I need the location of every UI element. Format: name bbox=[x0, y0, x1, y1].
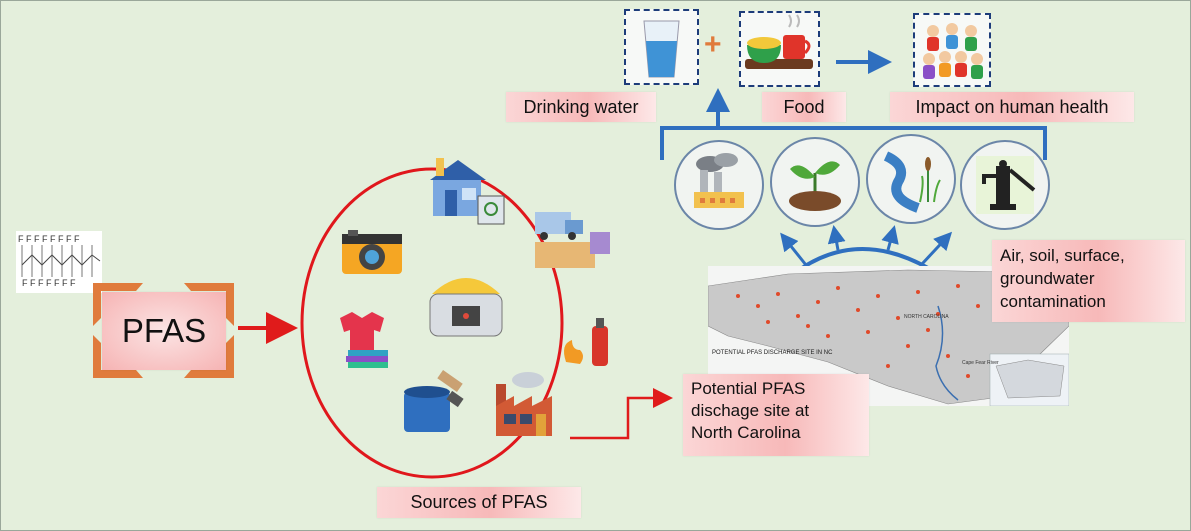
factory-smoke-icon bbox=[694, 153, 744, 208]
plus-sign: + bbox=[704, 28, 722, 61]
river-reeds-icon bbox=[883, 151, 941, 213]
surface-water-circle bbox=[866, 134, 956, 224]
fan-arrow-4 bbox=[920, 231, 953, 266]
contamination-line-1: Air, soil, surface, bbox=[1000, 246, 1125, 265]
food-box bbox=[739, 11, 820, 87]
site-label-line-2: dischage site at bbox=[691, 401, 810, 420]
water-pump-icon bbox=[976, 156, 1036, 214]
sources-to-site-arrow bbox=[570, 388, 673, 440]
fan-arrow-1 bbox=[780, 232, 808, 266]
camera-icon bbox=[342, 230, 402, 274]
map-title: POTENTIAL PFAS DISCHARGE SITE IN NC bbox=[712, 350, 833, 356]
contamination-arc bbox=[800, 247, 929, 270]
molecule-chain-icon bbox=[21, 245, 101, 277]
soil-circle bbox=[770, 137, 860, 227]
molecule-top-row: F F F F F F F F bbox=[18, 234, 80, 244]
food-label: Food bbox=[762, 92, 846, 122]
map-river-label: Cape Fear River bbox=[962, 360, 999, 366]
impact-text: Impact on human health bbox=[915, 96, 1109, 117]
impact-label: Impact on human health bbox=[890, 92, 1134, 122]
rice-cooker-icon bbox=[429, 278, 503, 337]
site-label-line-1: Potential PFAS bbox=[691, 379, 806, 398]
contamination-line-3: contamination bbox=[1000, 292, 1106, 311]
clothes-icon bbox=[340, 312, 388, 368]
nc-map-graphic bbox=[708, 269, 1069, 406]
contamination-label: Air, soil, surface, groundwater contamin… bbox=[992, 240, 1185, 322]
fan-arrow-2 bbox=[827, 225, 846, 251]
fire-extinguisher-icon bbox=[564, 318, 608, 366]
pfas-molecule: F F F F F F F F F F F F F F F bbox=[16, 231, 102, 293]
groundwater-circle bbox=[960, 140, 1050, 230]
food-text: Food bbox=[783, 96, 825, 117]
garbage-truck-icon bbox=[535, 212, 610, 268]
drinking-water-text: Drinking water bbox=[523, 96, 639, 117]
site-label: Potential PFAS dischage site at North Ca… bbox=[683, 374, 869, 456]
drinking-water-label: Drinking water bbox=[506, 92, 656, 122]
paint-bucket-icon bbox=[404, 370, 464, 432]
house-recycle-icon bbox=[430, 158, 505, 225]
air-pollution-circle bbox=[674, 140, 764, 230]
map-state-label: NORTH CAROLINA bbox=[904, 314, 949, 320]
pfas-title: PFAS bbox=[121, 312, 207, 349]
fan-arrow-3 bbox=[881, 225, 899, 251]
plant-soil-icon bbox=[789, 161, 841, 211]
factory-icon bbox=[496, 372, 552, 436]
people-group-icon bbox=[923, 23, 983, 79]
sources-label-text: Sources of PFAS bbox=[410, 492, 548, 512]
sources-circle bbox=[300, 167, 564, 479]
molecule-bottom-row: F F F F F F F bbox=[22, 278, 76, 288]
food-meal-icon bbox=[745, 14, 813, 69]
water-glass-icon bbox=[643, 20, 680, 78]
pfas-box: PFAS bbox=[102, 292, 226, 370]
site-label-line-3: North Carolina bbox=[691, 423, 801, 442]
impact-box bbox=[913, 13, 991, 87]
pathway-bracket bbox=[660, 126, 1047, 160]
contamination-line-2: groundwater bbox=[1000, 269, 1095, 288]
sources-label: Sources of PFAS bbox=[377, 487, 581, 518]
drinking-water-box bbox=[624, 9, 699, 85]
